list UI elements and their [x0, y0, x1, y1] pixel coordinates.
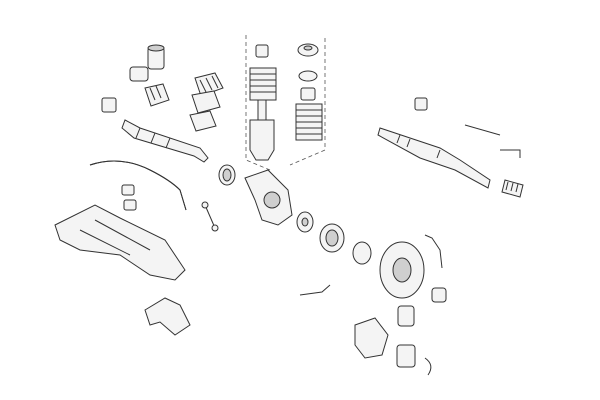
tie-rod — [464, 124, 501, 136]
strut-top-mount — [255, 44, 269, 58]
cv-boot-middle — [191, 90, 221, 114]
wheel-hub — [319, 223, 345, 253]
bushing-left — [129, 66, 149, 82]
rack-mount — [414, 97, 428, 111]
steering-rack — [377, 127, 491, 189]
rack-boot — [501, 179, 524, 198]
steering-knuckle — [244, 169, 293, 226]
shock-absorber — [249, 99, 275, 161]
stabilizer-bushings — [121, 184, 137, 211]
abs-ring — [352, 241, 372, 265]
stabilizer-bar — [89, 160, 187, 211]
control-arm — [144, 297, 191, 336]
strut-mount-right — [297, 43, 319, 57]
tie-rod-end — [500, 149, 521, 158]
wheel-bearing — [296, 211, 314, 233]
dust-boot-right — [300, 87, 316, 101]
cv-boot-upper — [194, 72, 224, 97]
drive-shaft — [121, 119, 209, 163]
subframe — [54, 204, 186, 281]
coil-spring-right — [295, 103, 323, 141]
cv-boot-lower — [189, 110, 217, 132]
wheel-bearing-seal — [218, 164, 236, 186]
caliper-bushing — [431, 287, 447, 303]
abs-sensor — [424, 234, 443, 269]
brake-hose — [299, 284, 331, 296]
cv-boot-left — [144, 83, 170, 107]
bearing-right — [298, 70, 318, 82]
stabilizer-link — [201, 201, 219, 232]
brake-caliper — [354, 317, 389, 359]
brake-pads — [396, 305, 416, 368]
bump-stop-top-left — [147, 44, 165, 70]
brake-spring-clip — [424, 357, 432, 376]
brake-disc — [379, 241, 425, 299]
bushing-small — [101, 97, 117, 113]
strut-spring — [249, 67, 277, 101]
strut-group-bracket — [245, 35, 326, 171]
